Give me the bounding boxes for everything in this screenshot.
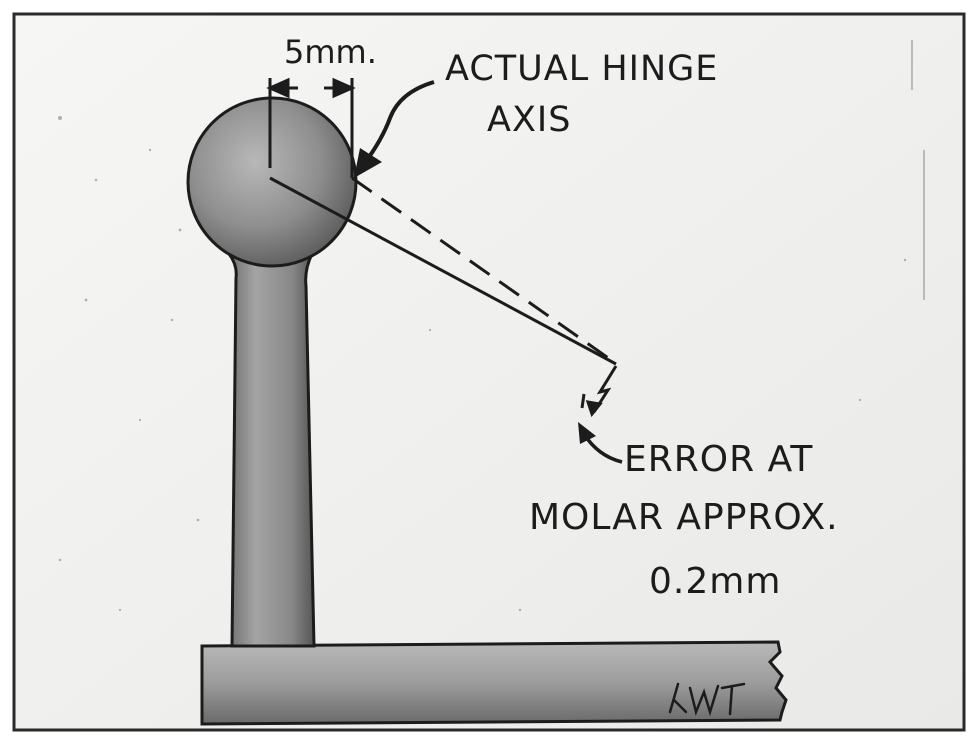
error-label-line2: MOLAR APPROX. — [529, 497, 839, 538]
hinge-label-line2: AXIS — [487, 100, 572, 140]
arc-radius-line — [269, 176, 617, 366]
paper-frame — [12, 12, 966, 732]
base-block — [200, 640, 788, 726]
error-label-line1: ERROR AT — [624, 439, 814, 480]
dimension-marker — [266, 77, 356, 178]
error-pointer-arrow — [578, 422, 623, 464]
condyle-ball — [186, 96, 358, 268]
scan-streak — [911, 40, 925, 300]
molar-error-marks — [580, 365, 618, 418]
hinge-label-line1: ACTUAL HINGE — [445, 49, 719, 89]
hinge-pointer-arrow — [354, 80, 435, 178]
dimension-label: 5mm. — [284, 33, 377, 71]
error-label-line3: 0.2mm — [649, 561, 782, 602]
paper-speckles — [58, 116, 907, 612]
shaft — [220, 246, 317, 648]
actual-axis-dashed-line — [351, 176, 615, 364]
artist-signature — [668, 682, 746, 717]
